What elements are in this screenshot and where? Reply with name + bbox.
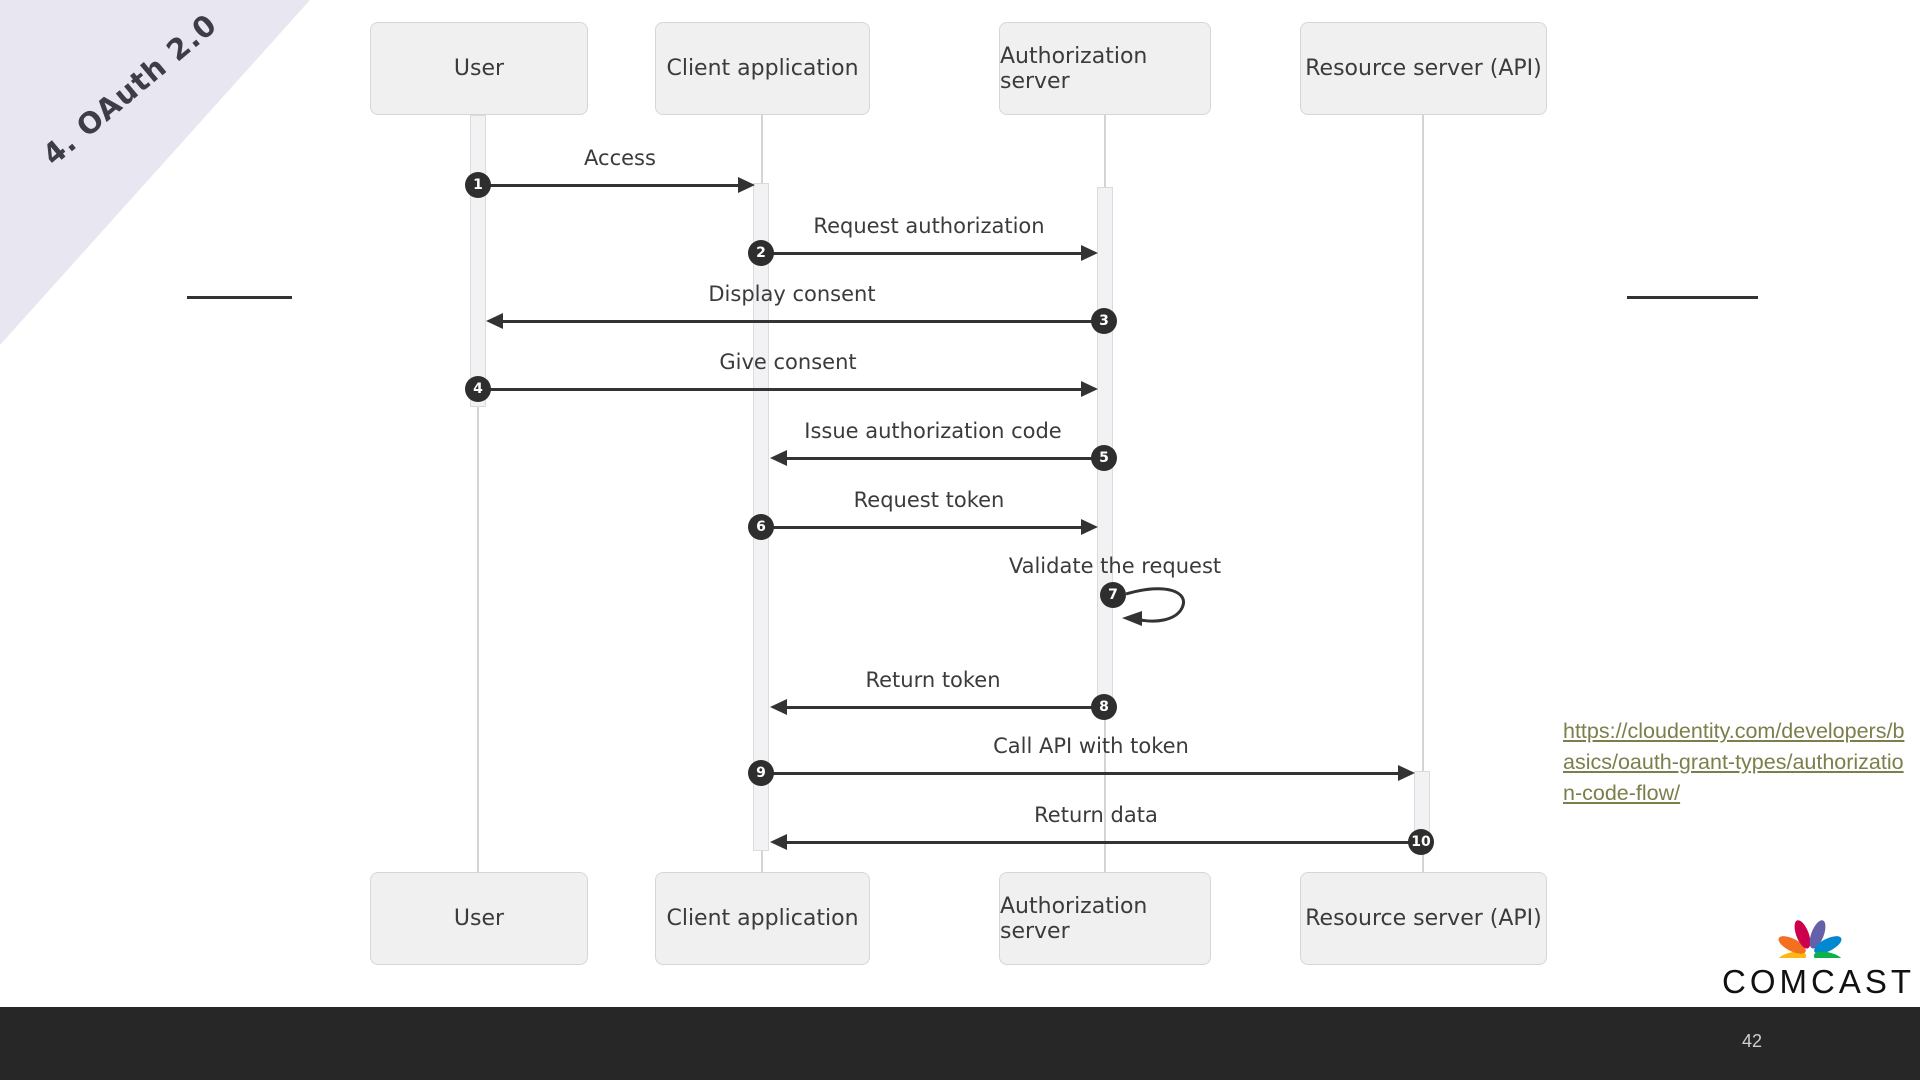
actor-label: Authorization server [1000, 43, 1148, 94]
step-badge: 2 [748, 240, 774, 266]
actor-label: Client application [666, 906, 859, 931]
arrowhead-right-icon [1398, 765, 1415, 781]
step-badge: 9 [748, 760, 774, 786]
arrowhead-left-icon [770, 699, 787, 715]
arrowhead-left-icon [486, 313, 503, 329]
step-badge: 7 [1100, 582, 1126, 608]
message-arrow [787, 706, 1104, 709]
message-arrow [787, 841, 1422, 844]
step-badge: 1 [465, 172, 491, 198]
reference-link-line: n-code-flow/ [1563, 781, 1681, 805]
left-divider-line [187, 296, 292, 299]
nbc-peacock-icon [1776, 920, 1844, 966]
message-label: Return token [865, 668, 1001, 692]
arrowhead-right-icon [1081, 381, 1098, 397]
right-divider-line [1627, 296, 1758, 299]
message-label: Call API with token [993, 734, 1189, 758]
actor-box-resource-server-bottom: Resource server (API) [1300, 872, 1547, 965]
comcast-logo: COMCAST [1722, 918, 1915, 1001]
reference-link-line: https://cloudentity.com/developers/b [1563, 719, 1905, 743]
arrowhead-left-icon [770, 450, 787, 466]
message-label: Validate the request [1008, 554, 1222, 578]
page-number: 42 [1741, 1031, 1762, 1051]
message-arrow [503, 320, 1104, 323]
arrowhead-right-icon [1081, 519, 1098, 535]
message-label: Return data [1034, 803, 1158, 827]
actor-box-auth-server-top: Authorization server [999, 22, 1211, 115]
actor-label: Authorization server [1000, 893, 1148, 944]
message-label: Display consent [708, 282, 876, 306]
step-badge: 4 [465, 376, 491, 402]
message-arrow [478, 184, 738, 187]
message-arrow [761, 772, 1398, 775]
actor-label: User [453, 56, 505, 81]
actor-box-client-bottom: Client application [655, 872, 870, 965]
reference-link[interactable]: https://cloudentity.com/developers/b asi… [1563, 716, 1920, 809]
step-badge: 10 [1408, 829, 1434, 855]
arrowhead-left-icon [770, 834, 787, 850]
actor-box-auth-server-bottom: Authorization server [999, 872, 1211, 965]
lifeline-resource-server [1422, 115, 1424, 872]
message-label: Access [584, 146, 656, 170]
message-arrow [761, 252, 1081, 255]
footer-bar: 42 [0, 1007, 1920, 1080]
message-arrow [761, 526, 1081, 529]
step-badge: 6 [748, 514, 774, 540]
actor-box-client-top: Client application [655, 22, 870, 115]
actor-label: User [453, 906, 505, 931]
actor-label: Client application [666, 56, 859, 81]
arrowhead-right-icon [738, 177, 755, 193]
message-arrow [787, 457, 1104, 460]
step-badge: 8 [1091, 694, 1117, 720]
actor-label: Resource server (API) [1305, 56, 1542, 81]
actor-box-user-bottom: User [370, 872, 588, 965]
self-loop-arrow [1122, 587, 1185, 626]
message-label: Issue authorization code [804, 419, 1062, 443]
message-arrow [478, 388, 1081, 391]
step-badge: 3 [1091, 308, 1117, 334]
arrowhead-right-icon [1081, 245, 1098, 261]
step-badge: 5 [1091, 445, 1117, 471]
message-label: Request authorization [813, 214, 1045, 238]
reference-link-line: asics/oauth-grant-types/authorizatio [1563, 750, 1904, 774]
lifeline-user [477, 115, 479, 872]
actor-box-resource-server-top: Resource server (API) [1300, 22, 1547, 115]
actor-box-user-top: User [370, 22, 588, 115]
actor-label: Resource server (API) [1305, 906, 1542, 931]
comcast-wordmark: COMCAST [1722, 963, 1915, 1000]
message-label: Give consent [719, 350, 857, 374]
message-label: Request token [853, 488, 1005, 512]
